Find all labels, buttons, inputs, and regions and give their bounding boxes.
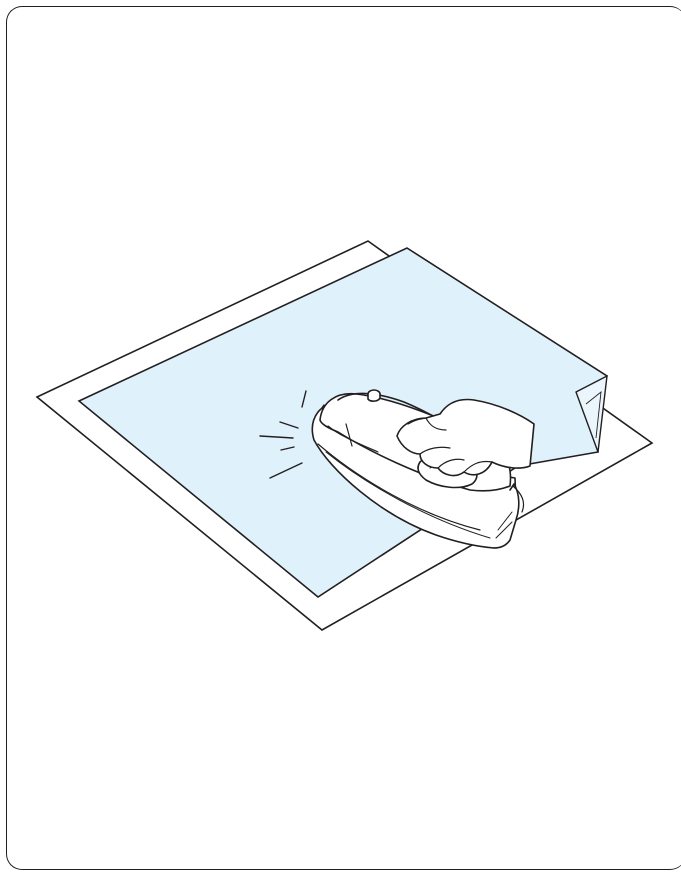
illustration-canvas	[0, 0, 681, 875]
